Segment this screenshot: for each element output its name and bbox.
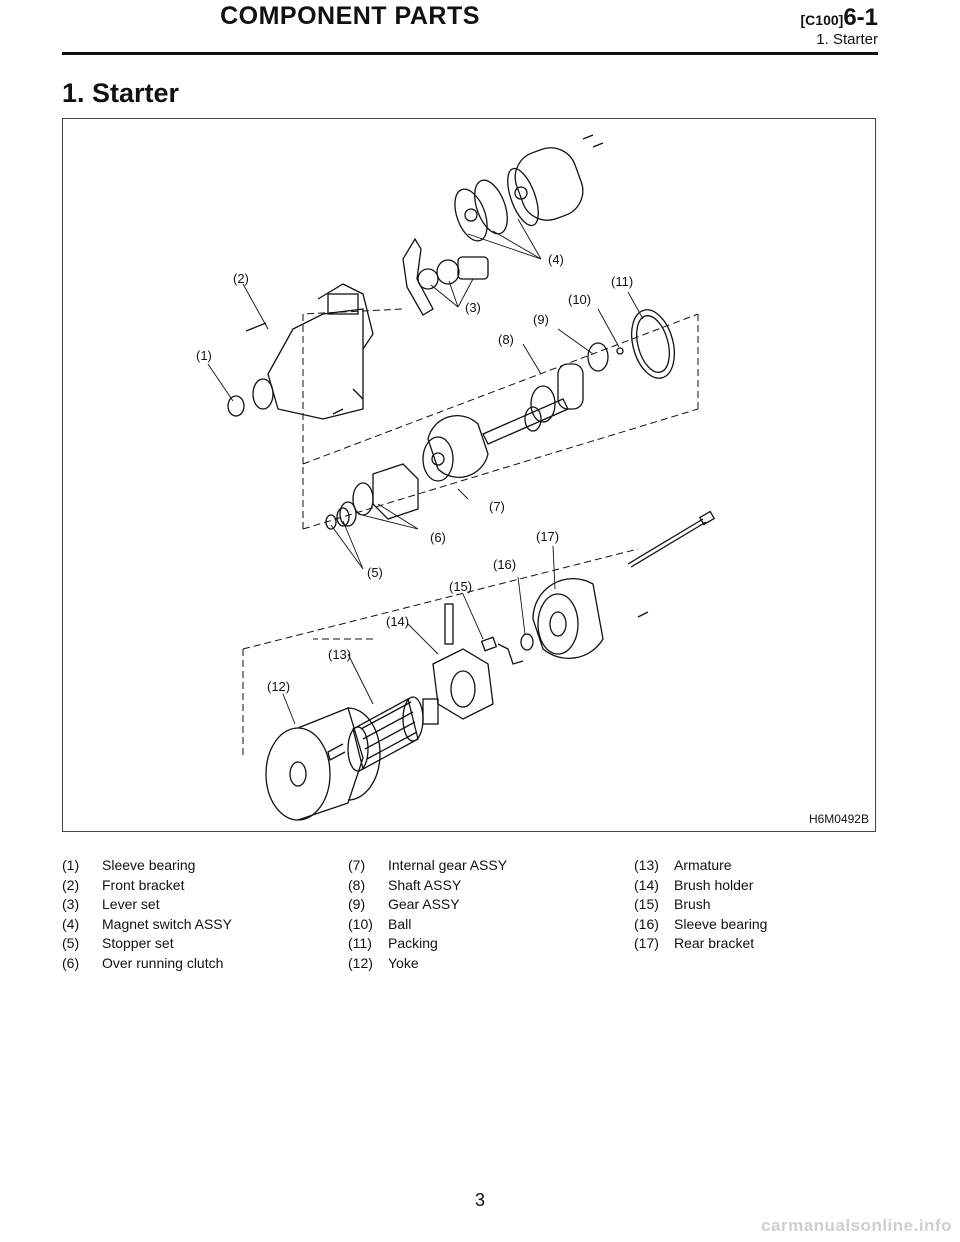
- legend-number: (15): [634, 896, 659, 912]
- legend-number: (14): [634, 876, 659, 893]
- legend-item: (15) Brush: [634, 895, 767, 915]
- header-divider: [62, 52, 878, 55]
- watermark: carmanualsonline.info: [761, 1216, 952, 1235]
- legend-number: (16): [634, 915, 659, 932]
- legend-number: (2): [62, 876, 80, 893]
- legend-name: Packing: [388, 935, 438, 951]
- legend-item: (4) Magnet switch ASSY: [62, 915, 232, 935]
- legend-item: (9) Gear ASSY: [348, 895, 507, 915]
- legend-number: (1): [62, 857, 80, 873]
- magnet-switch-drawing: [454, 134, 604, 242]
- legend-name: Stopper set: [102, 935, 174, 951]
- legend-name: Shaft ASSY: [388, 876, 462, 893]
- starter-exploded-diagram: (2) (1) (3) (4) (5) (6) (7) (8) (9) (10)…: [196, 134, 716, 821]
- legend-column-2: (7) Internal gear ASSY (8) Shaft ASSY (9) G…: [348, 856, 507, 973]
- legend-name: Ball: [388, 915, 412, 932]
- legend-number: (4): [62, 915, 80, 932]
- brush-holder-drawing: [432, 603, 524, 720]
- legend-item: (13) Armature: [634, 856, 767, 876]
- legend-column-1: (1) Sleeve bearing (2) Front bracket (3) Le…: [62, 856, 232, 973]
- header-section-number: 6-1: [843, 4, 878, 31]
- header-title: COMPONENT PARTS: [220, 2, 480, 30]
- legend-number: (11): [348, 935, 372, 951]
- label-part-16: (16): [493, 557, 516, 572]
- label-part-12: (12): [267, 679, 290, 694]
- yoke-drawing: [265, 707, 381, 821]
- legend-name: Sleeve bearing: [102, 857, 196, 873]
- legend-number: (5): [62, 935, 80, 951]
- rear-bracket-drawing: [520, 577, 604, 659]
- legend-name: Lever set: [102, 896, 160, 912]
- leader-lines: [207, 218, 644, 725]
- label-part-7: (7): [489, 499, 505, 514]
- through-bolt-drawing: [627, 510, 716, 618]
- legend-number: (9): [348, 896, 366, 912]
- legend-name: Armature: [674, 857, 732, 873]
- legend-item: (10) Ball: [348, 915, 507, 935]
- legend-number: (7): [348, 857, 366, 873]
- legend-item: (14) Brush holder: [634, 876, 767, 896]
- label-part-3: (3): [465, 300, 481, 315]
- legend-item: (5) Stopper set: [62, 934, 232, 954]
- page-number: 3: [474, 1190, 485, 1210]
- label-part-14: (14): [386, 614, 409, 629]
- front-bracket-drawing: [227, 283, 374, 420]
- header-code: [C100]: [800, 12, 844, 28]
- section-title: 1. Starter: [62, 78, 180, 108]
- legend-item: (1) Sleeve bearing: [62, 856, 232, 876]
- label-part-10: (10): [568, 292, 591, 307]
- label-part-2: (2): [233, 271, 249, 286]
- legend-name: Sleeve bearing: [674, 915, 768, 932]
- header-subtitle: 1. Starter: [816, 31, 878, 48]
- legend-item: (11) Packing: [348, 934, 507, 954]
- legend-number: (12): [348, 954, 373, 971]
- stopper-set-drawing: [325, 507, 350, 530]
- legend-item: (6) Over running clutch: [62, 954, 232, 974]
- group-outlines: [242, 308, 699, 759]
- exploded-view-figure: (2) (1) (3) (4) (5) (6) (7) (8) (9) (10)…: [62, 118, 876, 832]
- legend-number: (3): [62, 896, 80, 912]
- legend-item: (12) Yoke: [348, 954, 507, 974]
- label-part-6: (6): [430, 530, 446, 545]
- label-part-8: (8): [498, 332, 514, 347]
- legend-number: (17): [634, 935, 659, 951]
- legend-item: (16) Sleeve bearing: [634, 915, 767, 935]
- gear-ball-packing-drawing: [587, 309, 675, 379]
- label-part-15: (15): [449, 579, 472, 594]
- legend-number: (10): [348, 915, 373, 932]
- label-part-11: (11): [611, 274, 633, 289]
- legend-name: Magnet switch ASSY: [102, 915, 232, 932]
- label-part-17: (17): [536, 529, 559, 544]
- label-part-5: (5): [367, 565, 383, 580]
- legend-item: (8) Shaft ASSY: [348, 876, 507, 896]
- figure-id: H6M0492B: [808, 812, 869, 826]
- armature-drawing: [327, 696, 439, 772]
- legend-item: (17) Rear bracket: [634, 934, 767, 954]
- legend-name: Over running clutch: [102, 954, 224, 971]
- legend-name: Brush: [674, 896, 711, 912]
- shaft-assembly-drawing: [482, 363, 584, 445]
- legend-number: (6): [62, 954, 80, 971]
- label-part-4: (4): [548, 252, 564, 267]
- legend-name: Yoke: [388, 954, 419, 971]
- header-section-ref: [C100]6-1: [801, 4, 878, 32]
- legend-item: (7) Internal gear ASSY: [348, 856, 507, 876]
- legend-name: Rear bracket: [674, 935, 755, 951]
- label-part-1: (1): [196, 348, 212, 363]
- label-part-13: (13): [328, 647, 351, 662]
- legend-column-3: (13) Armature (14) Brush holder (15) Brush …: [634, 856, 767, 954]
- legend-name: Front bracket: [102, 876, 185, 893]
- internal-gear-drawing: [422, 415, 489, 482]
- label-part-9: (9): [533, 312, 549, 327]
- part-labels: (2) (1) (3) (4) (5) (6) (7) (8) (9) (10)…: [196, 252, 633, 694]
- legend-number: (13): [634, 857, 659, 873]
- legend-name: Brush holder: [674, 876, 754, 893]
- overrunning-clutch-drawing: [339, 463, 419, 527]
- legend-name: Internal gear ASSY: [388, 857, 508, 873]
- legend-number: (8): [348, 876, 366, 893]
- legend-name: Gear ASSY: [388, 896, 460, 912]
- legend-item: (2) Front bracket: [62, 876, 232, 896]
- legend-item: (3) Lever set: [62, 895, 232, 915]
